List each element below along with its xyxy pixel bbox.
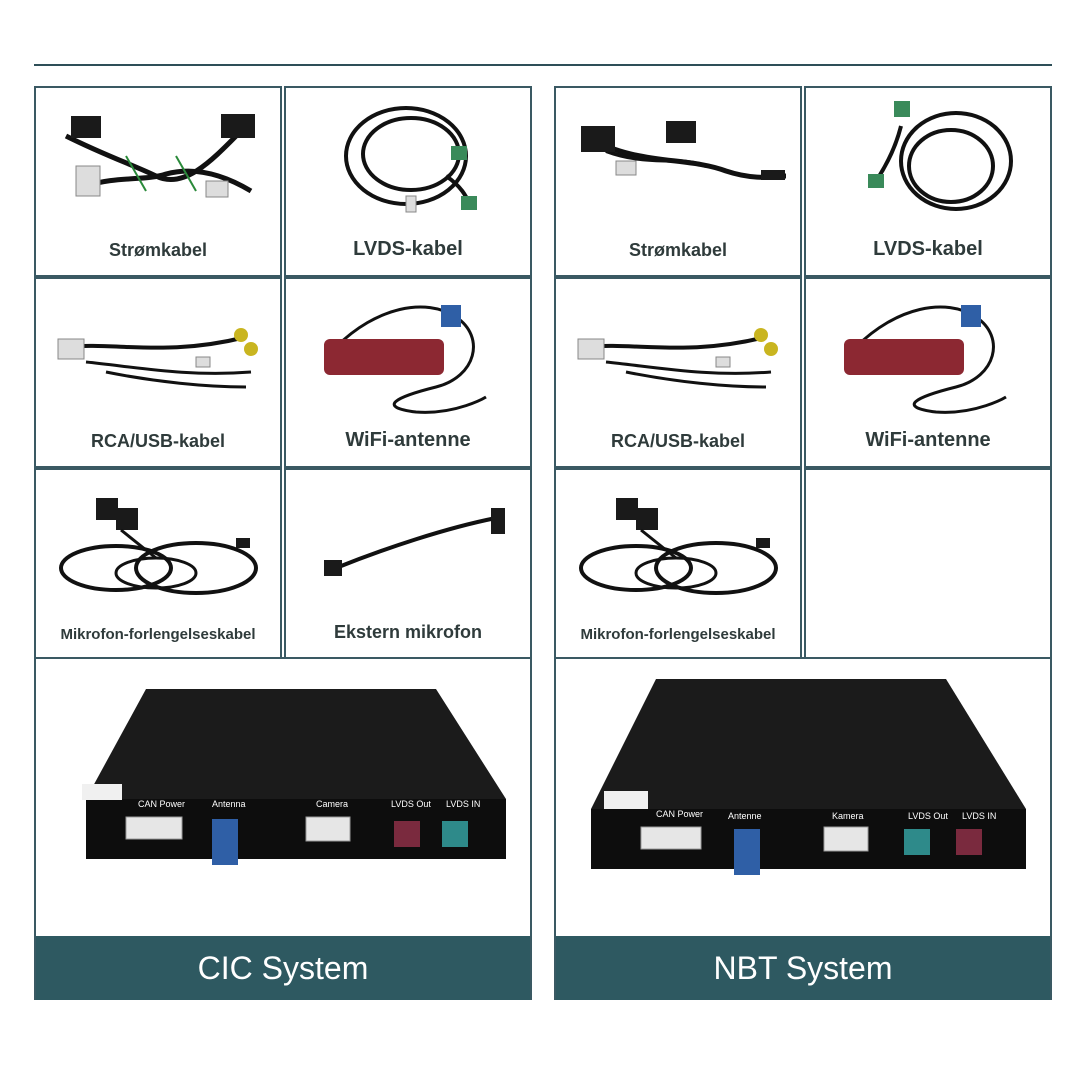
rca-usb-cable-icon [577, 328, 778, 389]
item-label: Ekstern mikrofon [333, 622, 483, 642]
lvds-cable-icon [344, 106, 477, 213]
cic-item-lvds-cable: LVDS-kabel [284, 86, 532, 277]
cic-item-mic-extension-cable: Mikrofon-forlengelseskabel [34, 468, 282, 659]
cic-item-external-mic: Ekstern mikrofon [284, 468, 532, 659]
nbt-item-power-cable: Strømkabel [554, 86, 802, 277]
cic-item-power-cable: Strømkabel [34, 86, 282, 277]
interface-module-image: CAN Power Antenne Kamera LVDS Out LVDS I… [591, 679, 1026, 875]
item-label: Strømkabel [108, 240, 208, 260]
port-label: Camera [316, 799, 348, 809]
cic-accessory-grid: Strømkabel LVDS-kabel [34, 86, 532, 659]
external-mic-icon [324, 508, 505, 576]
item-label: LVDS-kabel [353, 238, 463, 260]
item-label: Mikrofon-forlengelseskabel [580, 626, 776, 643]
item-label: RCA/USB-kabel [90, 431, 226, 451]
item-label: Mikrofon-forlengelseskabel [60, 626, 256, 643]
nbt-item-mic-extension-cable: Mikrofon-forlengelseskabel [554, 468, 802, 659]
wifi-antenna-icon [844, 305, 1007, 414]
nbt-device-box: CAN Power Antenne Kamera LVDS Out LVDS I… [554, 657, 1052, 1000]
item-label: LVDS-kabel [873, 238, 983, 260]
wifi-antenna-icon [324, 305, 487, 414]
port-label: LVDS IN [962, 811, 996, 821]
nbt-item-wifi-antenna: WiFi-antenne [804, 277, 1052, 468]
item-label: WiFi-antenne [345, 429, 471, 451]
cic-device-box: CAN Power Antenna Camera LVDS Out LVDS I… [34, 657, 532, 1000]
port-label: Antenna [212, 799, 246, 809]
nbt-panel: Strømkabel LVDS-kabel RCA/USB- [554, 86, 1052, 1000]
cic-item-rca-usb-cable: RCA/USB-kabel [34, 277, 282, 468]
nbt-accessory-grid: Strømkabel LVDS-kabel RCA/USB- [554, 86, 1052, 659]
item-label: WiFi-antenne [865, 429, 991, 451]
port-label: LVDS Out [391, 799, 431, 809]
item-label: RCA/USB-kabel [610, 431, 746, 451]
port-label: Antenne [728, 811, 762, 821]
top-divider [34, 64, 1052, 66]
nbt-item-lvds-cable: LVDS-kabel [804, 86, 1052, 277]
mic-extension-cable-icon [59, 498, 258, 595]
port-label: CAN Power [656, 809, 703, 819]
mic-extension-cable-icon [579, 498, 778, 595]
cic-item-wifi-antenna: WiFi-antenne [284, 277, 532, 468]
port-label: CAN Power [138, 799, 185, 809]
power-harness-icon [64, 114, 255, 198]
system-title: CIC System [36, 936, 530, 1000]
system-title: NBT System [556, 936, 1050, 1000]
rca-usb-cable-icon [57, 328, 258, 389]
nbt-item-rca-usb-cable: RCA/USB-kabel [554, 277, 802, 468]
cic-panel: Strømkabel LVDS-kabel [34, 86, 532, 1000]
item-label: Strømkabel [628, 240, 728, 260]
power-harness-icon [581, 121, 787, 180]
nbt-empty-cell [804, 468, 1052, 659]
port-label: LVDS Out [908, 811, 948, 821]
port-label: LVDS IN [446, 799, 480, 809]
interface-module-image: CAN Power Antenna Camera LVDS Out LVDS I… [82, 689, 506, 865]
lvds-cable-icon [868, 101, 1013, 211]
port-label: Kamera [832, 811, 864, 821]
